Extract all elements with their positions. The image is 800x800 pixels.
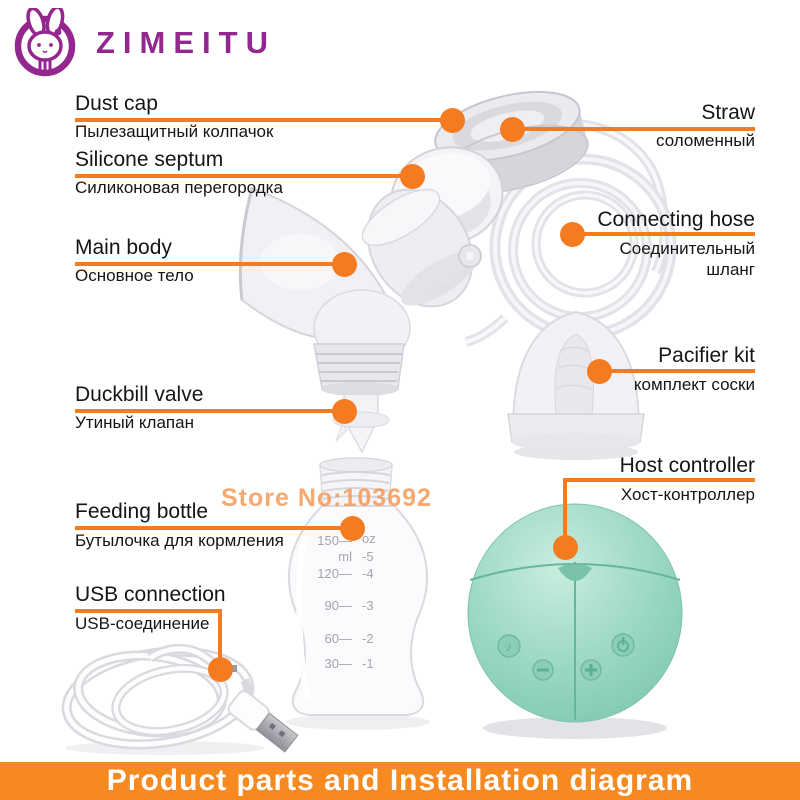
dust-cap-part <box>434 90 589 194</box>
label-usb-connection-ru: USB-соединение <box>75 614 210 633</box>
callout-dot-connecting-hose <box>560 222 585 247</box>
label-duckbill-valve-ru: Утиный клапан <box>75 413 194 432</box>
callout-line-main-body <box>75 262 345 266</box>
callout-line-dust-cap <box>75 118 452 122</box>
brand-logo: ZIMEITU <box>10 8 276 78</box>
label-usb-connection-en: USB connection <box>75 583 226 606</box>
svg-text:90—: 90— <box>325 598 352 613</box>
label-silicone-septum-ru: Силиконовая перегородка <box>75 178 283 197</box>
callout-dot-host-controller <box>553 535 578 560</box>
label-pacifier-kit-en: Pacifier kit <box>658 344 755 367</box>
callout-dot-pacifier-kit <box>587 359 612 384</box>
svg-text:ml: ml <box>338 549 352 564</box>
label-silicone-septum-en: Silicone septum <box>75 148 224 171</box>
svg-text:-2: -2 <box>362 631 374 646</box>
label-host-controller-ru: Хост-контроллер <box>620 485 755 504</box>
massage-button-icon: ♪ <box>497 634 521 658</box>
label-feeding-bottle-en: Feeding bottle <box>75 500 209 523</box>
callout-dot-usb-connection <box>208 657 233 682</box>
decrease-button-icon <box>532 659 554 681</box>
label-duckbill-valve-en: Duckbill valve <box>75 383 204 406</box>
store-watermark: Store No:103692 <box>221 484 432 512</box>
label-pacifier-kit-ru: комплект соски <box>633 375 755 394</box>
pacifier-kit-part <box>507 310 645 460</box>
svg-text:oz: oz <box>362 531 376 546</box>
label-dust-cap-ru: Пылезащитный колпачок <box>75 122 274 141</box>
main-body-part <box>238 186 482 396</box>
callout-line-feeding-bottle <box>75 526 352 530</box>
label-dust-cap-en: Dust cap <box>75 92 158 115</box>
host-controller-part: ♪ <box>467 503 683 739</box>
callout-line-straw <box>512 127 755 131</box>
usb-cable-part <box>61 643 299 755</box>
label-straw-ru: соломенный <box>656 131 755 150</box>
callout-line-usb-horizontal <box>75 609 222 613</box>
callout-line-pacifier-kit <box>599 369 755 373</box>
callout-dot-duckbill-valve <box>332 399 357 424</box>
feeding-bottle-part: 150— ml 120— 90— 60— 30— oz -5 -4 -3 -2 … <box>286 457 430 730</box>
bottom-banner: Product parts and Installation diagram <box>0 762 800 800</box>
brand-rabbit-icon <box>14 8 76 77</box>
callout-line-connecting-hose <box>573 232 755 236</box>
label-connecting-hose-ru: Соединительный шланг <box>619 239 755 279</box>
svg-text:-4: -4 <box>362 566 374 581</box>
label-connecting-hose-en: Connecting hose <box>597 208 755 231</box>
svg-text:120—: 120— <box>317 566 352 581</box>
svg-text:-5: -5 <box>362 549 374 564</box>
label-main-body-en: Main body <box>75 236 172 259</box>
label-main-body-ru: Основное тело <box>75 266 194 285</box>
callout-line-host-vertical <box>563 478 567 546</box>
label-straw-en: Straw <box>701 101 755 124</box>
callout-dot-straw <box>500 117 525 142</box>
svg-text:60—: 60— <box>325 631 352 646</box>
callout-line-duckbill-valve <box>75 409 344 413</box>
callout-line-silicone-septum <box>75 174 412 178</box>
label-feeding-bottle-ru: Бутылочка для кормления <box>75 531 284 550</box>
callout-dot-dust-cap <box>440 108 465 133</box>
power-button-icon <box>611 633 635 657</box>
brand-name: ZIMEITU <box>96 25 276 60</box>
banner-title: Product parts and Installation diagram <box>106 764 694 797</box>
svg-text:30—: 30— <box>325 656 352 671</box>
callout-dot-main-body <box>332 252 357 277</box>
callout-dot-feeding-bottle <box>340 516 365 541</box>
increase-button-icon <box>580 659 602 681</box>
svg-text:-1: -1 <box>362 656 374 671</box>
callout-dot-silicone-septum <box>400 164 425 189</box>
svg-text:♪: ♪ <box>506 639 513 654</box>
svg-text:-3: -3 <box>362 598 374 613</box>
label-host-controller-en: Host controller <box>619 454 755 477</box>
callout-line-usb-vertical <box>218 609 222 670</box>
callout-line-host-horizontal <box>563 478 755 482</box>
